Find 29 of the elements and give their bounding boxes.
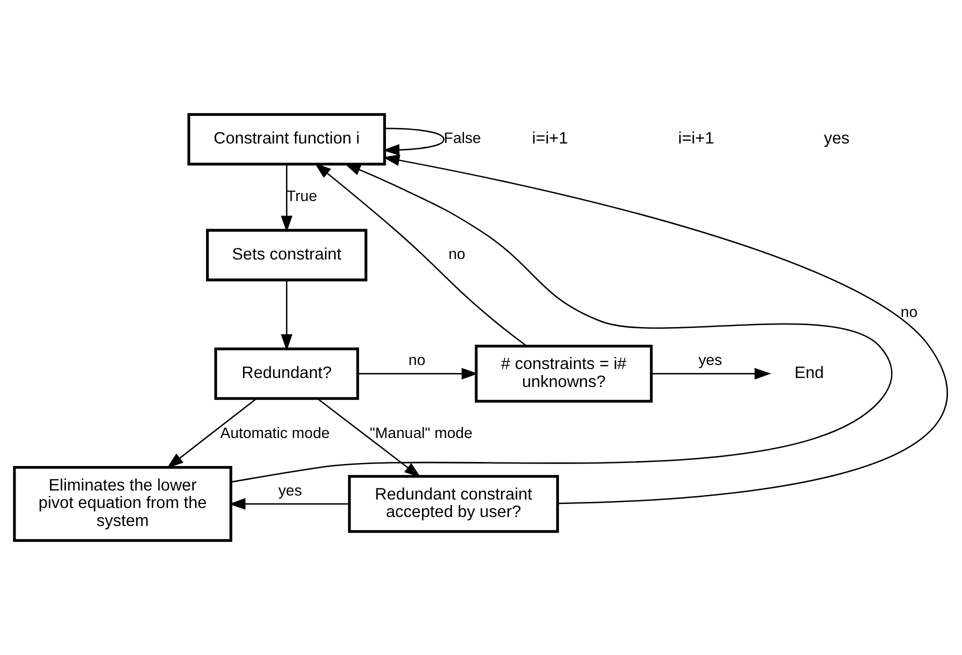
label: i=i+1 [532, 128, 568, 148]
edge-label: no [408, 352, 426, 370]
node-text: End [794, 362, 824, 382]
node-box: # constraints = i# unknowns? [474, 344, 653, 403]
edge-label: no [900, 304, 918, 321]
arrow [230, 163, 892, 483]
arrow [382, 154, 947, 504]
arrow [228, 498, 349, 510]
edge-label: Automatic mode [220, 425, 330, 442]
node-box: Redundant constraint accepted by user? [348, 475, 559, 533]
node-box: Eliminates the lower pivot equation from the system [13, 466, 232, 542]
edge-label: yes [698, 352, 722, 370]
edge-label: False [444, 130, 481, 148]
arrow [358, 368, 478, 380]
label: i=i+1 [678, 128, 714, 148]
node-box: Constraint function i [187, 113, 386, 166]
arrow [317, 398, 421, 478]
arrow [651, 368, 772, 380]
node-box: Redundant? [214, 348, 360, 400]
label: yes [824, 128, 850, 148]
arrow [166, 398, 257, 468]
arrow [314, 162, 528, 347]
arrow [382, 128, 445, 156]
edge-label: no [448, 246, 466, 263]
arrow [280, 280, 292, 351]
edge-label: "Manual" mode [370, 425, 472, 442]
arrow [280, 164, 292, 232]
edge-label: yes [278, 482, 302, 500]
node-box: Sets constraint [206, 228, 368, 282]
